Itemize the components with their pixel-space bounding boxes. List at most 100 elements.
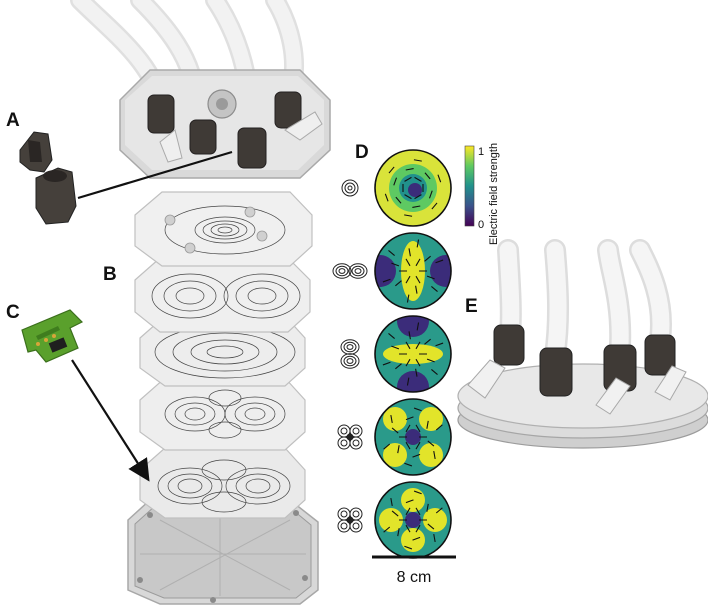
colorbar-max-label: 1 (478, 146, 484, 158)
colorbar-gradient (464, 145, 475, 227)
field-vector (415, 507, 421, 516)
field-vector (391, 262, 400, 267)
field-vector (388, 250, 395, 256)
coil-icon-3 (340, 339, 360, 369)
field-vector (383, 526, 391, 533)
field-vector (431, 286, 438, 292)
field-map-4 (374, 398, 452, 476)
field-vector (383, 443, 391, 450)
panel-label-c: C (6, 302, 20, 323)
plate-4 (139, 377, 306, 451)
field-vector (415, 275, 421, 284)
coil-icon-4 (337, 424, 363, 450)
field-vector (393, 177, 398, 186)
field-vector (412, 453, 421, 458)
field-vector (426, 358, 435, 363)
panel-label-d: D (355, 142, 369, 163)
exploded-plate-stack (127, 191, 319, 605)
field-vector (426, 275, 435, 280)
panel-d-field-maps (332, 149, 452, 559)
pointer-line-a (77, 150, 233, 200)
field-vector (414, 194, 422, 200)
field-vector (405, 258, 411, 267)
field-vector (413, 490, 422, 495)
field-vector (390, 497, 393, 507)
field-vector (437, 174, 442, 183)
panel-c-pcb (21, 309, 150, 482)
colorbar: 1 0 Electric field strength (464, 143, 500, 245)
coil-icon-1 (341, 179, 359, 197)
coil-icon-5 (337, 507, 363, 533)
field-vector (426, 420, 429, 429)
field-vector (435, 507, 443, 514)
field-vector (435, 259, 444, 264)
field-vector (415, 258, 421, 267)
field-vector (391, 345, 400, 350)
field-vector (426, 503, 429, 512)
field-vector (416, 322, 420, 331)
field-vector (413, 159, 422, 162)
top-assembly (70, 0, 331, 179)
field-vector (405, 275, 411, 284)
field-vector (414, 176, 422, 182)
field-vector (397, 528, 400, 537)
field-vector (382, 361, 391, 366)
field-vector (427, 440, 435, 447)
field-map-2 (374, 232, 452, 310)
field-vector (397, 445, 400, 454)
field-vector (431, 369, 438, 375)
field-vector (412, 205, 421, 208)
plate-2 (134, 257, 311, 333)
scale-bar: 8 cm (372, 555, 456, 586)
panel-label-b: B (103, 264, 117, 285)
field-vector (395, 196, 402, 204)
panel-label-e: E (465, 296, 478, 317)
field-vector (391, 510, 399, 517)
plate-5 (139, 447, 306, 519)
field-vector (415, 524, 421, 533)
pointer-arrow-c (71, 359, 150, 482)
field-vector (395, 363, 402, 370)
field-vector (415, 341, 421, 350)
field-vector (405, 524, 411, 533)
field-vector (404, 176, 412, 182)
field-vector (424, 338, 431, 345)
field-vector (424, 255, 431, 262)
field-vector (391, 427, 399, 434)
field-vector (406, 377, 410, 386)
field-vector (435, 424, 443, 431)
field-vector (415, 285, 418, 294)
field-vector (404, 462, 413, 467)
colorbar-title: Electric field strength (488, 143, 500, 245)
field-vector (406, 294, 410, 303)
panel-a-connector-parts (19, 131, 233, 225)
field-vector (415, 424, 421, 433)
field-vector (428, 190, 433, 199)
field-vector (424, 172, 431, 180)
connector-group (147, 91, 302, 169)
field-vector (413, 407, 422, 412)
field-vector (404, 194, 412, 200)
field-vector (405, 499, 414, 504)
field-map-3 (374, 315, 452, 393)
field-vector (433, 533, 436, 543)
field-map-5 (374, 481, 452, 559)
scale-bar-label: 8 cm (397, 569, 432, 586)
field-vector (415, 441, 421, 450)
field-vector (405, 424, 411, 433)
field-vector (405, 358, 411, 367)
panel-e-assembly (457, 239, 708, 449)
field-vector (404, 214, 413, 217)
field-vector (405, 168, 414, 171)
field-vector (408, 248, 411, 257)
field-vector (427, 523, 435, 530)
field-vector (433, 450, 436, 460)
panel-label-a: A (6, 110, 20, 131)
field-vector (395, 280, 402, 287)
plate-1 (134, 191, 313, 267)
field-vector (415, 368, 418, 377)
field-vector (405, 441, 411, 450)
field-vector (412, 536, 421, 541)
field-vector (405, 416, 414, 421)
